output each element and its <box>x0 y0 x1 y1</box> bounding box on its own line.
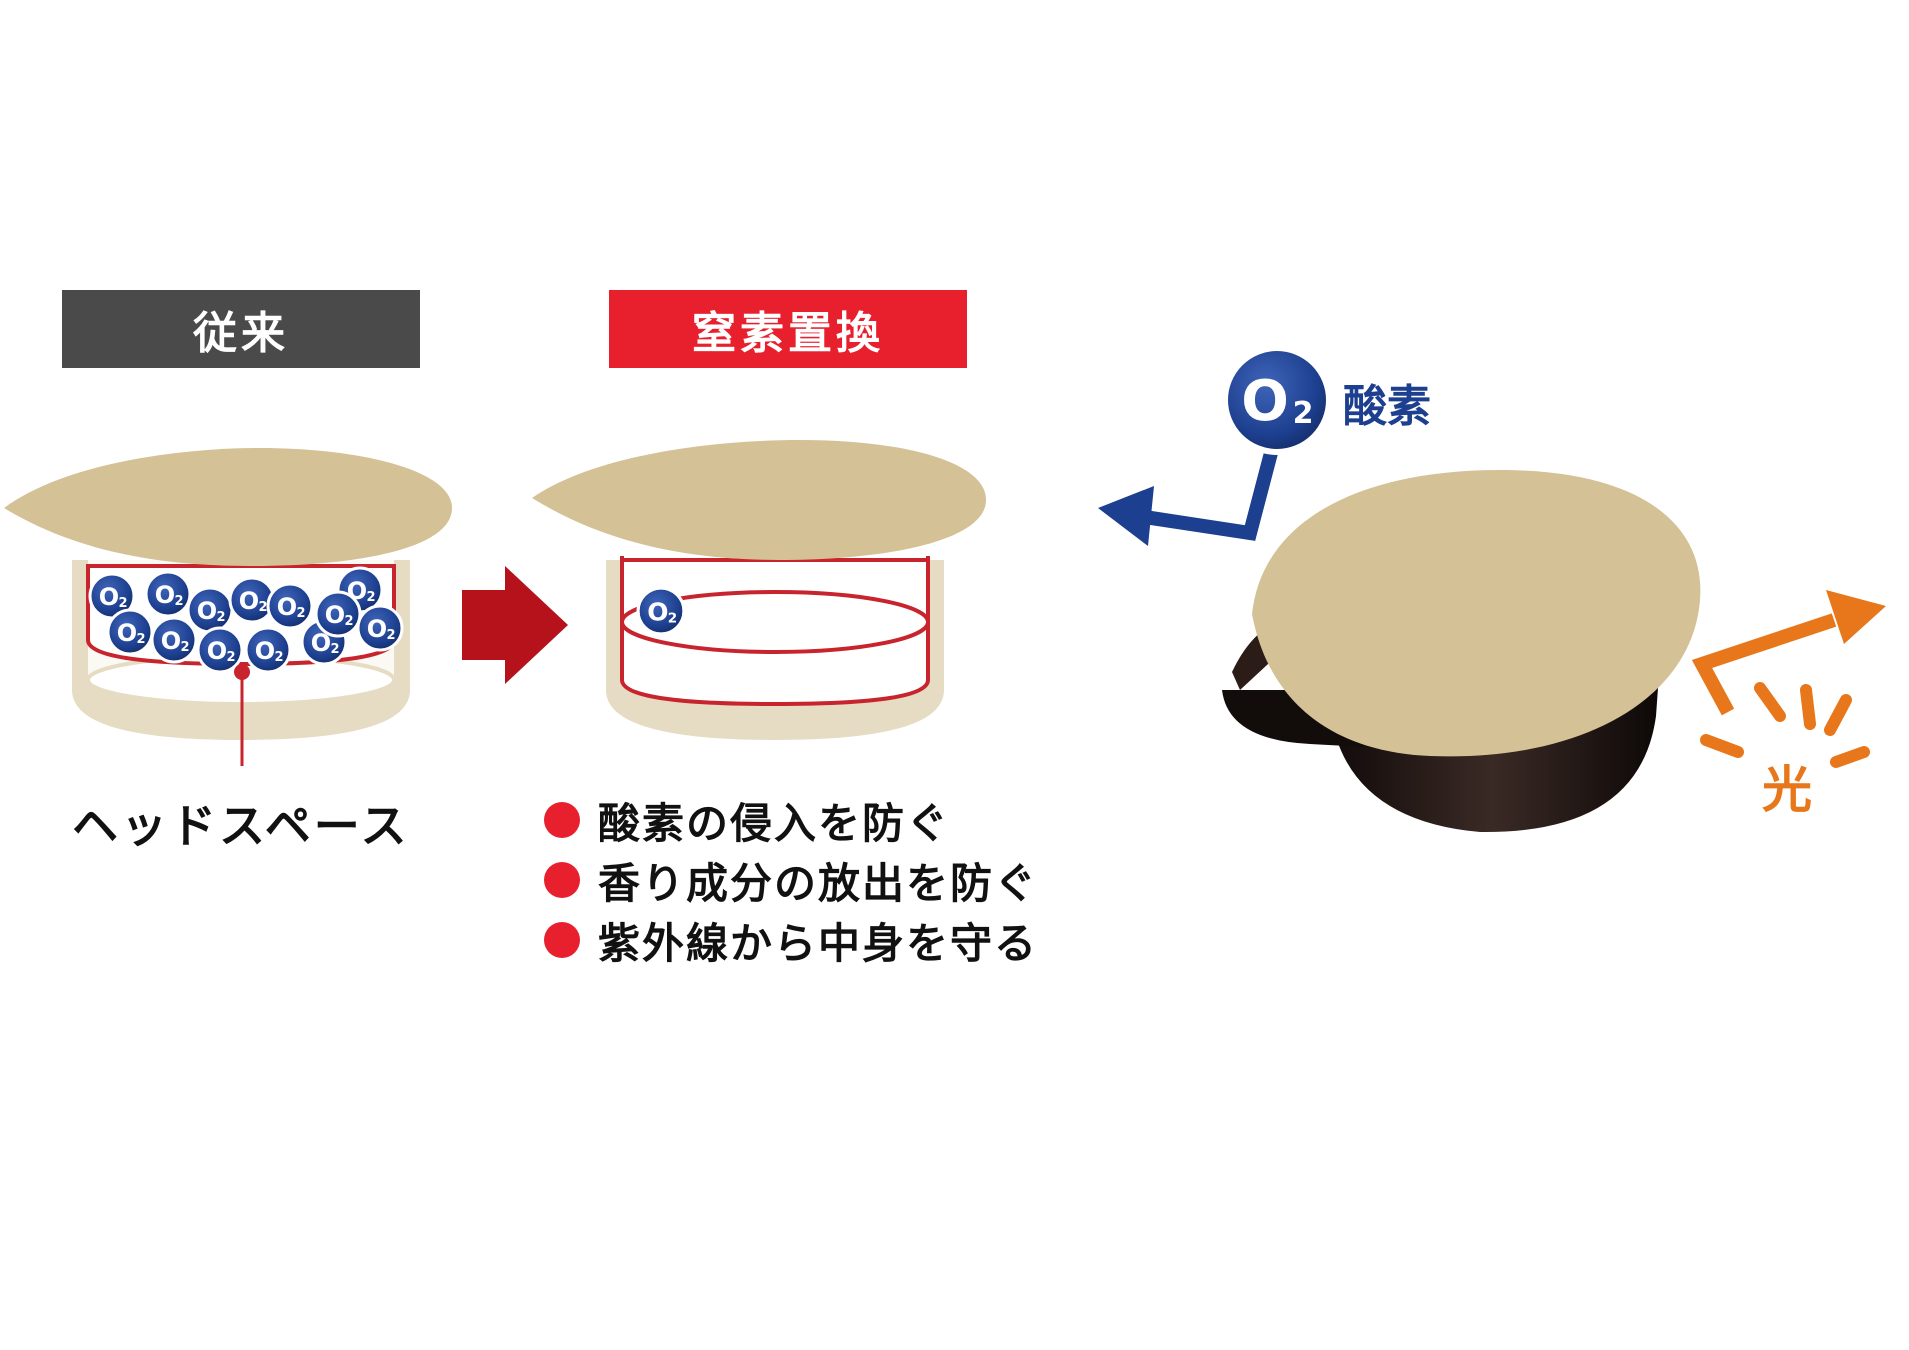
product-cup <box>1222 470 1701 833</box>
bullet-dot-icon <box>544 802 580 838</box>
o2-badge-icon <box>1222 345 1332 455</box>
o2-molecule-icon <box>314 590 362 638</box>
nitrogen-replacement-label: 窒素置換 <box>609 290 967 368</box>
o2-molecule-icon <box>266 582 314 630</box>
bullet-dot-icon <box>544 922 580 958</box>
oxygen-label: 酸素 <box>1343 381 1431 432</box>
conventional-label: 従来 <box>62 290 420 368</box>
benefit-text: 香り成分の放出を防ぐ <box>598 858 1039 908</box>
o2-molecule-icon <box>144 570 192 618</box>
right-arrow-icon <box>462 566 568 684</box>
benefit-item: 紫外線から中身を守る <box>544 910 1038 970</box>
benefit-text: 酸素の侵入を防ぐ <box>598 798 951 848</box>
o2-molecule-icon <box>244 626 292 674</box>
conventional-cup <box>4 448 452 766</box>
o2-molecule-icon <box>150 616 198 664</box>
headspace-label: ヘッドスペース <box>72 799 410 853</box>
o2-molecule-icon <box>636 586 686 636</box>
benefit-item: 香り成分の放出を防ぐ <box>544 850 1038 910</box>
o2-molecule-icon <box>196 626 244 674</box>
o2-molecule-icon <box>106 608 154 656</box>
o2-molecule-icon <box>356 604 404 652</box>
light-label: 光 <box>1762 761 1812 819</box>
o2-badge-subscript: 2 <box>1293 396 1314 431</box>
o2-badge-symbol: O <box>1241 369 1289 434</box>
benefit-item: 酸素の侵入を防ぐ <box>544 790 1038 850</box>
bullet-dot-icon <box>544 862 580 898</box>
benefit-list: 酸素の侵入を防ぐ 香り成分の放出を防ぐ 紫外線から中身を守る <box>544 790 1038 970</box>
o2-molecule-icon <box>186 586 234 634</box>
light-ray-icon <box>1691 590 1886 768</box>
oxygen-arrow-icon: O 2 <box>1098 345 1332 546</box>
nitrogen-cup <box>532 440 986 740</box>
benefit-text: 紫外線から中身を守る <box>598 918 1039 968</box>
